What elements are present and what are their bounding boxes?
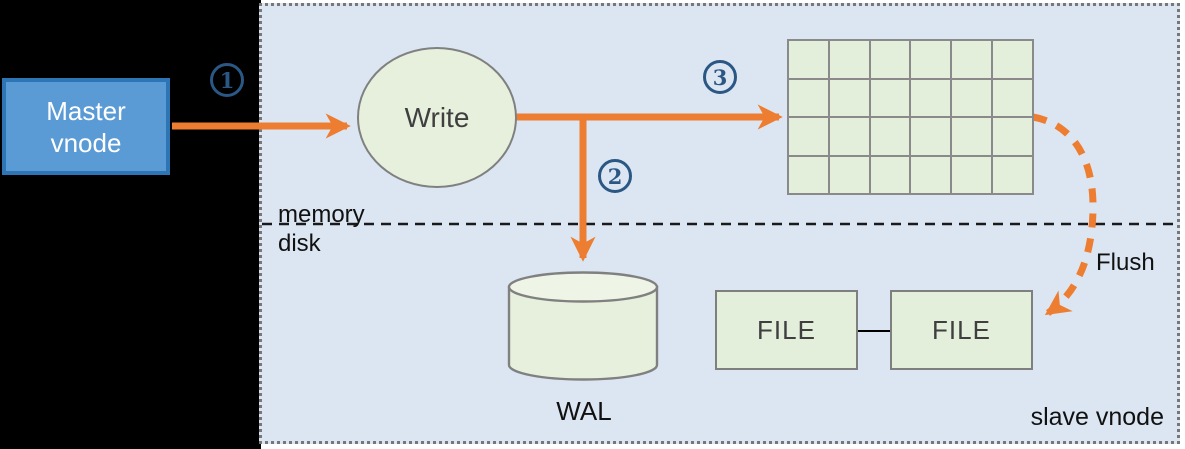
master-vnode-label-line2: vnode xyxy=(50,127,122,158)
write-node-label: Write xyxy=(404,101,470,133)
memtable-cell xyxy=(911,118,951,155)
memtable-cell xyxy=(993,41,1032,78)
memtable-cell xyxy=(993,79,1032,116)
master-vnode-label-line1: Master xyxy=(46,95,126,126)
memtable-cell xyxy=(829,156,869,193)
disk-label: disk xyxy=(278,230,321,257)
memtable-grid xyxy=(787,39,1034,195)
memtable-cell xyxy=(870,118,910,155)
memtable-cell xyxy=(789,41,828,78)
memtable-cell xyxy=(993,156,1032,193)
memtable-cell xyxy=(911,79,951,116)
step-1-badge: 1 xyxy=(210,63,244,97)
file-box-2: FILE xyxy=(890,290,1033,370)
memtable-cell xyxy=(952,118,992,155)
memtable-cell xyxy=(870,79,910,116)
memtable-cell xyxy=(911,41,951,78)
write-node: Write xyxy=(357,47,517,188)
memtable-cell xyxy=(829,41,869,78)
memtable-cell xyxy=(952,79,992,116)
memtable-cell xyxy=(789,156,828,193)
file-box-1: FILE xyxy=(715,290,858,370)
memtable-cell xyxy=(870,156,910,193)
memtable-cell xyxy=(911,156,951,193)
slave-vnode-label: slave vnode xyxy=(1030,403,1164,431)
flush-label: Flush xyxy=(1096,249,1155,276)
memtable-cell xyxy=(789,118,828,155)
memtable-cell xyxy=(993,118,1032,155)
memtable-cell xyxy=(829,79,869,116)
file-box-1-label: FILE xyxy=(757,314,816,345)
memtable-cell xyxy=(952,156,992,193)
step-3-badge: 3 xyxy=(703,60,737,94)
master-vnode-box: Master vnode xyxy=(2,78,170,175)
wal-label: WAL xyxy=(556,396,612,426)
step-2-badge: 2 xyxy=(598,159,632,193)
memtable-cell xyxy=(952,41,992,78)
memtable-cell xyxy=(829,118,869,155)
memtable-cell xyxy=(789,79,828,116)
file-box-2-label: FILE xyxy=(932,314,991,345)
memtable-cell xyxy=(870,41,910,78)
memory-label: memory xyxy=(278,201,365,228)
